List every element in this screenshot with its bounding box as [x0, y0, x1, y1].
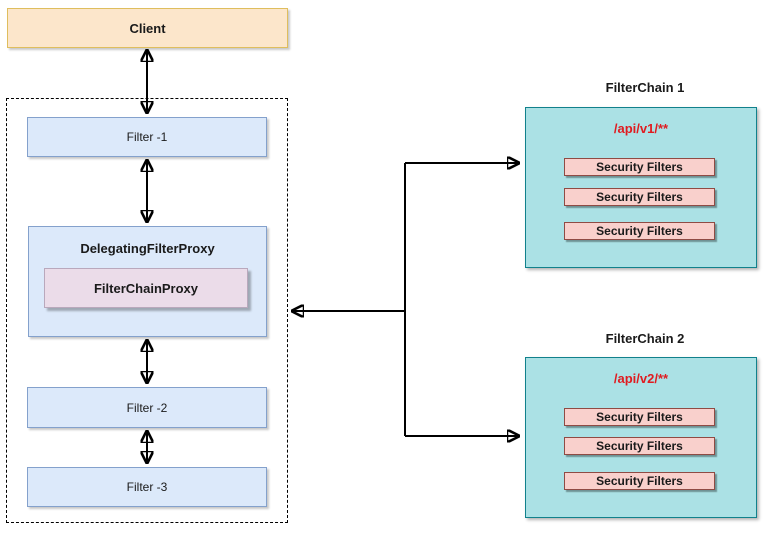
security-filter-box: Security Filters — [564, 188, 715, 206]
security-filter-label: Security Filters — [596, 224, 683, 238]
security-filter-label: Security Filters — [596, 160, 683, 174]
security-filter-box: Security Filters — [564, 437, 715, 455]
filterchain-1-title: FilterChain 1 — [605, 80, 685, 95]
filter-1-label: Filter -1 — [126, 130, 168, 144]
filterchain-1-box — [525, 107, 757, 268]
filter-2-label: Filter -2 — [126, 400, 168, 415]
filter-chain-proxy-label: FilterChainProxy — [93, 280, 199, 296]
security-filter-label: Security Filters — [596, 474, 683, 488]
filterchain-2-title: FilterChain 2 — [605, 331, 685, 346]
security-filter-box: Security Filters — [564, 158, 715, 176]
filter-2-box: Filter -2 — [27, 387, 267, 428]
filter-1-box: Filter -1 — [27, 117, 267, 157]
security-filter-label: Security Filters — [596, 410, 683, 424]
client-label: Client — [129, 20, 166, 36]
security-filter-label: Security Filters — [596, 439, 683, 453]
filter-chain-proxy-box: FilterChainProxy — [44, 268, 248, 308]
filter-3-box: Filter -3 — [27, 467, 267, 507]
security-filter-box: Security Filters — [564, 222, 715, 240]
security-filter-label: Security Filters — [596, 190, 683, 204]
delegating-filter-proxy-box: DelegatingFilterProxy FilterChainProxy — [28, 226, 267, 337]
filter-3-label: Filter -3 — [126, 480, 168, 494]
filterchain-1-pattern: /api/v1/** — [613, 121, 669, 136]
delegating-filter-proxy-label: DelegatingFilterProxy — [80, 241, 215, 256]
security-filter-box: Security Filters — [564, 472, 715, 490]
client-box: Client — [7, 8, 288, 48]
filterchain-2-pattern: /api/v2/** — [613, 371, 669, 386]
security-filter-box: Security Filters — [564, 408, 715, 426]
